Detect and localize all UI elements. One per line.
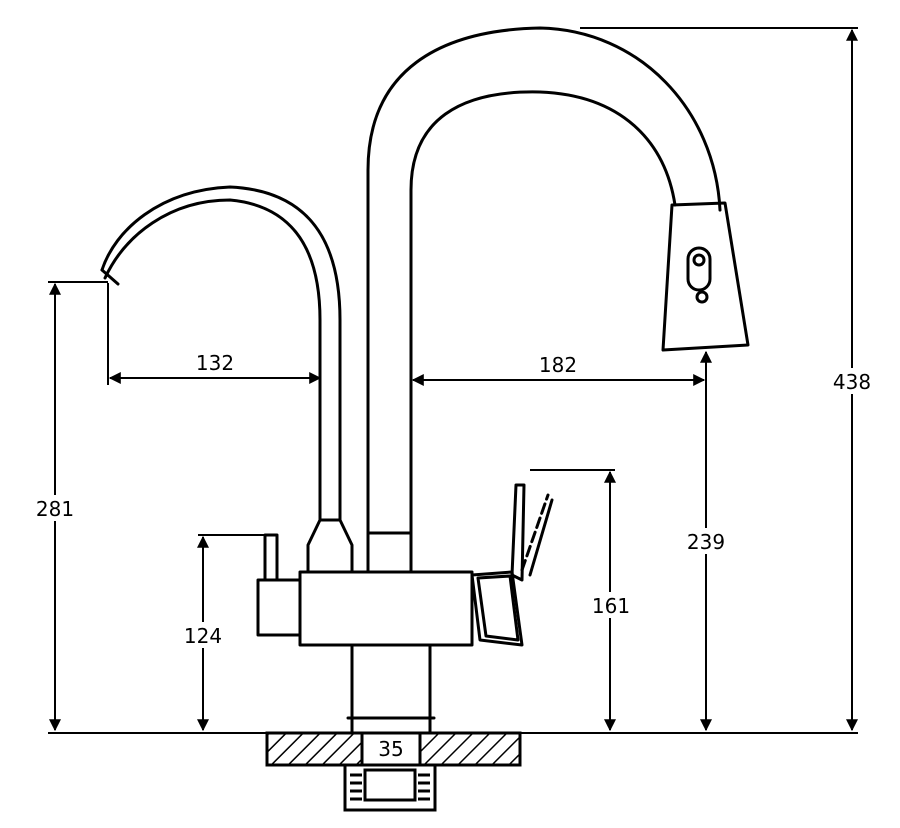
dimension-label-182: 182	[539, 353, 577, 377]
faucet-base-stem	[346, 643, 436, 735]
dimension-label-281: 281	[36, 497, 74, 521]
dimension-281: 281	[30, 281, 108, 732]
dimension-124: 124	[178, 534, 265, 732]
faucet-body	[298, 570, 474, 647]
dimension-label-124: 124	[184, 624, 222, 648]
dimension-132: 132	[107, 283, 322, 385]
dimension-438: 438	[580, 27, 876, 732]
dimension-161: 161	[530, 469, 634, 732]
dimension-239: 239	[682, 350, 730, 732]
side-lever	[256, 533, 302, 637]
dimension-182: 182	[411, 353, 706, 386]
dimension-label-438: 438	[833, 370, 871, 394]
dimension-label-132: 132	[196, 351, 234, 375]
dimension-label-161: 161	[592, 594, 630, 618]
mounting-nut	[343, 763, 437, 812]
small-spout	[100, 185, 354, 574]
dimension-label-35: 35	[378, 737, 403, 761]
main-handle	[470, 483, 554, 647]
main-spout	[366, 26, 750, 574]
dimension-label-239: 239	[687, 530, 725, 554]
